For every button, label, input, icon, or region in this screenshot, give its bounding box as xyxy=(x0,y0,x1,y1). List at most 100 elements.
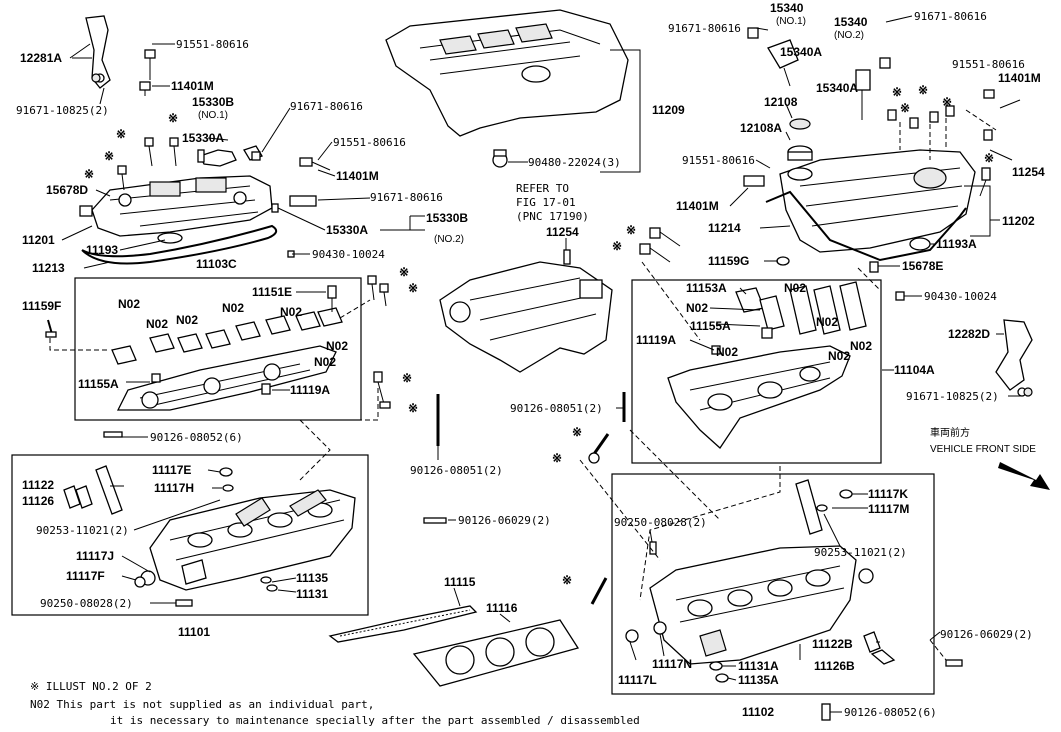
plug-90430-right xyxy=(895,291,905,301)
mark: ※ xyxy=(572,425,582,439)
gasket-11115 xyxy=(328,605,478,643)
label-11116: 11116 xyxy=(486,601,518,615)
mark: ※ xyxy=(168,111,178,125)
mark: ※ xyxy=(408,281,418,295)
label-90480-22024: 90480-22024(3) xyxy=(528,156,621,169)
label-11401M: 11401M xyxy=(336,169,379,183)
label-15330A: 15330A xyxy=(326,223,368,237)
valve-cover-right xyxy=(743,149,976,262)
label-90126-08051: 90126-08051(2) xyxy=(510,402,603,415)
label-91671-10825: 91671-10825(2) xyxy=(16,104,109,117)
mark: ※ xyxy=(104,149,114,163)
reference-marks: ※ ※ ※ ※ ※ ※ ※ ※ ※ ※ ※ ※ ※ ※ ※ ※ ※ ※ xyxy=(84,83,994,587)
label-90250-08028: 90250-08028(2) xyxy=(614,516,707,529)
valve-guides-left xyxy=(63,431,447,607)
mark: ※ xyxy=(900,101,910,115)
label-11115: 11115 xyxy=(444,575,476,589)
bolts-right-cam xyxy=(639,227,681,263)
valve-guides-right xyxy=(649,479,963,721)
note-n02-line2: it is necessary to maintenance specially… xyxy=(110,714,640,727)
label-N02: N02 xyxy=(716,345,738,359)
label-12282D: 12282D xyxy=(948,327,990,341)
bolt-15678E xyxy=(869,261,879,273)
bolts-middle-right xyxy=(588,433,610,605)
label-11214: 11214 xyxy=(708,221,741,235)
cam-housing-left xyxy=(111,285,343,411)
mark: ※ xyxy=(612,239,622,253)
mark: ※ xyxy=(562,573,572,587)
label-11135A: 11135A xyxy=(738,673,779,687)
label-11201: 11201 xyxy=(22,233,55,247)
label-11193A: 11193A xyxy=(936,237,977,251)
mark: ※ xyxy=(942,95,952,109)
mark: ※ xyxy=(892,85,902,99)
label-11155A: 11155A xyxy=(690,319,731,333)
label-11159F: 11159F xyxy=(22,299,61,313)
label-11122: 11122 xyxy=(22,478,54,492)
label-90430-10024: 90430-10024 xyxy=(924,290,997,303)
label-11119A: 11119A xyxy=(636,333,676,347)
label-15330B: 15330B xyxy=(426,211,468,225)
label-11117J: 11117J xyxy=(76,549,114,563)
mark: ※ xyxy=(408,401,418,415)
label-90126-06029: 90126-06029(2) xyxy=(940,628,1033,641)
label-90253-11021: 90253-11021(2) xyxy=(814,546,907,559)
label-11135: 11135 xyxy=(296,571,328,585)
label-90126-08051: 90126-08051(2) xyxy=(410,464,503,477)
label-11151E: 11151E xyxy=(252,285,292,299)
label-91671-80616: 91671-80616 xyxy=(370,191,443,204)
label-N02: N02 xyxy=(314,355,336,369)
pin-11159F xyxy=(45,319,57,338)
mark: ※ xyxy=(984,151,994,165)
refer-line-1: REFER TO xyxy=(516,182,569,195)
label-90253-11021: 90253-11021(2) xyxy=(36,524,129,537)
leader-lines xyxy=(61,15,1022,713)
label-15340: 15340 xyxy=(770,1,804,15)
box-11103C xyxy=(74,277,362,421)
pin-11159G xyxy=(776,256,790,266)
label-15340-sub: (NO.2) xyxy=(834,30,864,41)
mark: ※ xyxy=(552,451,562,465)
label-N02: N02 xyxy=(828,349,850,363)
label-11155A: 11155A xyxy=(78,377,119,391)
label-11209: 11209 xyxy=(652,103,685,117)
label-11159G: 11159G xyxy=(708,254,749,268)
label-N02: N02 xyxy=(326,339,348,353)
label-15330B-sub: (NO.2) xyxy=(434,234,464,245)
mark: ※ xyxy=(84,167,94,181)
label-11254: 11254 xyxy=(1012,165,1045,179)
mark: ※ xyxy=(116,127,126,141)
label-11117H: 11117H xyxy=(154,481,194,495)
label-N02: N02 xyxy=(280,305,302,319)
label-15330A: 15330A xyxy=(182,131,224,145)
label-N02: N02 xyxy=(146,317,168,331)
label-11117N: 11117N xyxy=(652,657,692,671)
label-15678D: 15678D xyxy=(46,183,88,197)
label-15340-sub: (NO.1) xyxy=(776,16,806,27)
label-11122B: 11122B xyxy=(812,637,853,651)
label-N02: N02 xyxy=(850,339,872,353)
label-11102: 11102 xyxy=(742,705,774,719)
vehicle-front-arrow xyxy=(998,462,1050,490)
mark: ※ xyxy=(402,371,412,385)
gasket-11213 xyxy=(81,224,278,265)
label-15340A: 15340A xyxy=(780,45,822,59)
label-N02: N02 xyxy=(222,301,244,315)
label-12281A: 12281A xyxy=(20,51,62,65)
label-91671-80616: 91671-80616 xyxy=(668,22,741,35)
cam-housing-right xyxy=(667,281,867,449)
label-91551-80616: 91551-80616 xyxy=(682,154,755,167)
label-11202: 11202 xyxy=(1002,214,1035,228)
mark: ※ xyxy=(399,265,409,279)
box-11102 xyxy=(611,473,935,695)
mark: ※ xyxy=(918,83,928,97)
label-11104A: 11104A xyxy=(894,363,935,377)
label-91551-80616: 91551-80616 xyxy=(176,38,249,51)
label-15330B-sub: (NO.1) xyxy=(198,110,228,121)
label-11401M: 11401M xyxy=(676,199,719,213)
bracket-12281A xyxy=(69,15,111,89)
label-11153A: 11153A xyxy=(686,281,727,295)
cylinder-head-left xyxy=(149,489,356,591)
label-12108: 12108 xyxy=(764,95,798,109)
